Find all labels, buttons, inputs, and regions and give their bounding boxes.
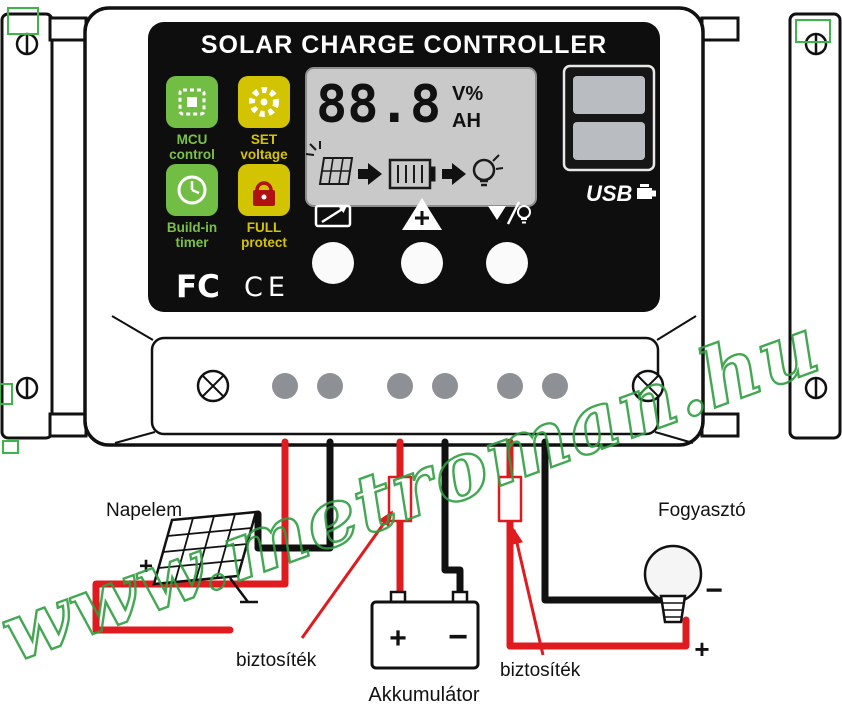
mounting-plate-right xyxy=(788,12,842,440)
mount-tab xyxy=(48,412,88,438)
solar-panel-drawing xyxy=(152,510,258,604)
increase-icon xyxy=(402,198,442,230)
mount-tab xyxy=(700,16,740,42)
battery-negative-wire xyxy=(441,438,464,602)
lcd-solar-panel-icon xyxy=(305,141,354,185)
terminal-load-minus xyxy=(542,373,568,399)
down-button[interactable] xyxy=(486,242,528,284)
solar-negative-wire xyxy=(254,438,334,552)
digital-display xyxy=(562,64,656,172)
fuse-arrow-left xyxy=(300,510,394,639)
mount-screw-slots xyxy=(15,32,828,400)
fcc-logo: FC xyxy=(176,269,220,305)
terminal-solar-plus xyxy=(272,373,298,399)
lcd-unit-amp-hour: AH xyxy=(452,110,481,132)
battery-select-icon xyxy=(314,204,352,228)
load-lamp-icon xyxy=(488,201,531,225)
load-minus-label: − xyxy=(705,574,723,607)
fuse-label-left: biztosíték xyxy=(236,650,317,671)
lock-icon xyxy=(238,164,290,216)
terminal-battery-minus xyxy=(432,373,458,399)
flow-arrow-icon xyxy=(442,163,466,185)
fuse-left xyxy=(387,475,413,523)
terminal-battery-plus xyxy=(387,373,413,399)
load-plus-label: + xyxy=(694,634,709,664)
mcu-control-icon xyxy=(166,76,218,128)
fuse-arrow-right xyxy=(511,528,545,656)
crop-handle-top-right xyxy=(795,19,831,43)
wiring xyxy=(92,438,690,650)
lcd-battery-icon xyxy=(388,158,436,190)
load-positive-wire xyxy=(506,438,690,650)
timer-label-line1: Build-in xyxy=(167,220,217,235)
lcd-display: 88.8 V% AH xyxy=(305,67,537,207)
case-screw-right xyxy=(631,369,665,403)
crop-handle-left-mid xyxy=(0,383,13,405)
timer-icon xyxy=(166,164,218,216)
mcu-control-label-line1: MCU xyxy=(177,132,208,147)
terminal-solar-minus xyxy=(317,373,343,399)
load-label: Fogyasztó xyxy=(658,500,746,521)
protect-label-line1: FULL xyxy=(247,220,282,235)
bulb-drawing xyxy=(643,544,703,624)
panel-title: SOLAR CHARGE CONTROLLER xyxy=(201,31,607,59)
battery-plus-label: + xyxy=(389,622,407,655)
battery-drawing: + − xyxy=(370,590,480,670)
set-voltage-label-line2: voltage xyxy=(240,147,288,162)
crop-handles xyxy=(0,7,831,454)
crop-handle-top-left xyxy=(7,7,39,35)
usb-plug-icon xyxy=(637,184,656,199)
fuse-right xyxy=(497,475,523,523)
case-screw-left xyxy=(196,369,230,403)
solar-positive-wire xyxy=(92,438,289,634)
solar-label: Napelem xyxy=(106,500,182,521)
controller-device: SOLAR CHARGE CONTROLLER MCU control SET … xyxy=(0,6,842,447)
mount-tab xyxy=(48,16,88,42)
protect-label-line2: protect xyxy=(241,235,287,250)
solar-plus-label: + xyxy=(139,553,153,580)
lcd-lamp-icon xyxy=(472,154,504,187)
lcd-reading: 88.8 xyxy=(316,75,441,135)
battery-label: Akkumulátor xyxy=(368,684,479,706)
crop-handle-left-bottom xyxy=(2,440,19,454)
load-negative-wire xyxy=(541,438,664,604)
fuse-label-right: biztosíték xyxy=(500,660,581,681)
mcu-control-label-line2: control xyxy=(169,147,215,162)
battery-minus-label: − xyxy=(448,618,468,656)
usb-label: USB xyxy=(586,181,633,206)
flow-arrow-icon xyxy=(358,163,382,185)
terminal-block xyxy=(111,315,697,444)
set-voltage-icon xyxy=(238,76,290,128)
terminal-load-plus xyxy=(497,373,523,399)
mounting-plate-left xyxy=(0,12,54,440)
select-button[interactable] xyxy=(312,242,354,284)
lcd-unit-volt-percent: V% xyxy=(452,83,483,105)
ce-logo: CE xyxy=(244,272,290,303)
timer-label-line2: timer xyxy=(175,235,209,250)
set-voltage-label-line1: SET xyxy=(251,132,278,147)
up-button[interactable] xyxy=(401,242,443,284)
